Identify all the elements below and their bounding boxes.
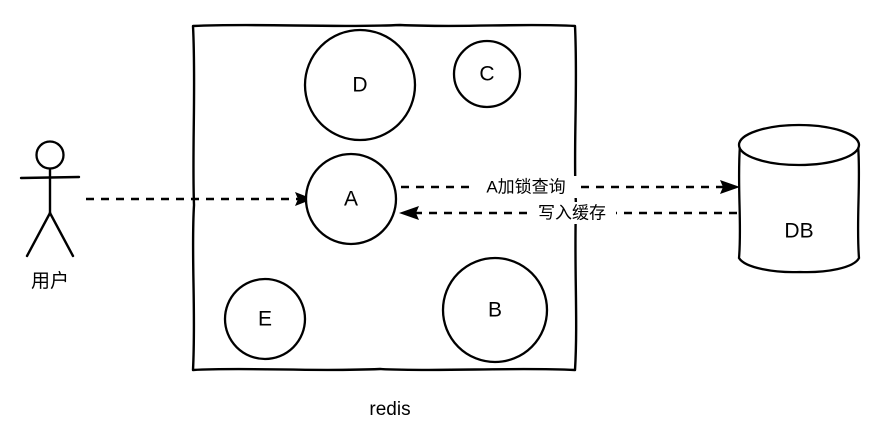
node-B-label: B	[488, 299, 502, 322]
node-E: E	[223, 277, 307, 361]
node-A-label: A	[344, 188, 358, 211]
node-C-label: C	[479, 63, 494, 86]
actor-label: 用户	[31, 270, 69, 292]
node-A-circle	[304, 152, 398, 246]
actor-left-leg-line	[25, 211, 52, 258]
node-D: D	[303, 28, 417, 142]
db-cylinder-top	[737, 123, 861, 167]
node-D-circle	[303, 28, 417, 142]
redis-caption: redis	[369, 399, 410, 420]
edge-a-to-db-label-bg	[474, 176, 578, 198]
node-A: A	[304, 152, 398, 246]
redis-box-border	[191, 23, 578, 372]
node-C-circle	[452, 39, 522, 109]
actor-arms-line	[19, 175, 81, 180]
user-actor: 用户	[19, 140, 81, 292]
node-E-label: E	[258, 308, 272, 331]
edge-db-to-a-label-bg	[528, 202, 616, 224]
edge-a-to-db-arrowhead	[720, 180, 740, 194]
node-B-circle	[441, 256, 549, 364]
node-D-label: D	[352, 74, 367, 97]
db-label: DB	[784, 220, 813, 243]
edge-db-to-a: 写入缓存	[399, 202, 737, 224]
db-cylinder: DB	[737, 123, 861, 274]
edge-db-to-a-arrowhead	[399, 206, 419, 220]
node-E-circle	[223, 277, 307, 361]
edge-db-to-a-label: 写入缓存	[538, 203, 606, 222]
actor-right-leg-line	[48, 211, 75, 258]
edge-a-to-db-label: A加锁查询	[486, 177, 565, 196]
db-cylinder-body	[737, 143, 861, 274]
edge-user-to-a-arrowhead	[295, 192, 313, 206]
node-C: C	[452, 39, 522, 109]
edge-user-to-a	[86, 192, 313, 206]
edge-a-to-db: A加锁查询	[401, 176, 740, 198]
node-B: B	[441, 256, 549, 364]
actor-head-icon	[35, 140, 65, 170]
redis-box: redis	[191, 23, 578, 420]
